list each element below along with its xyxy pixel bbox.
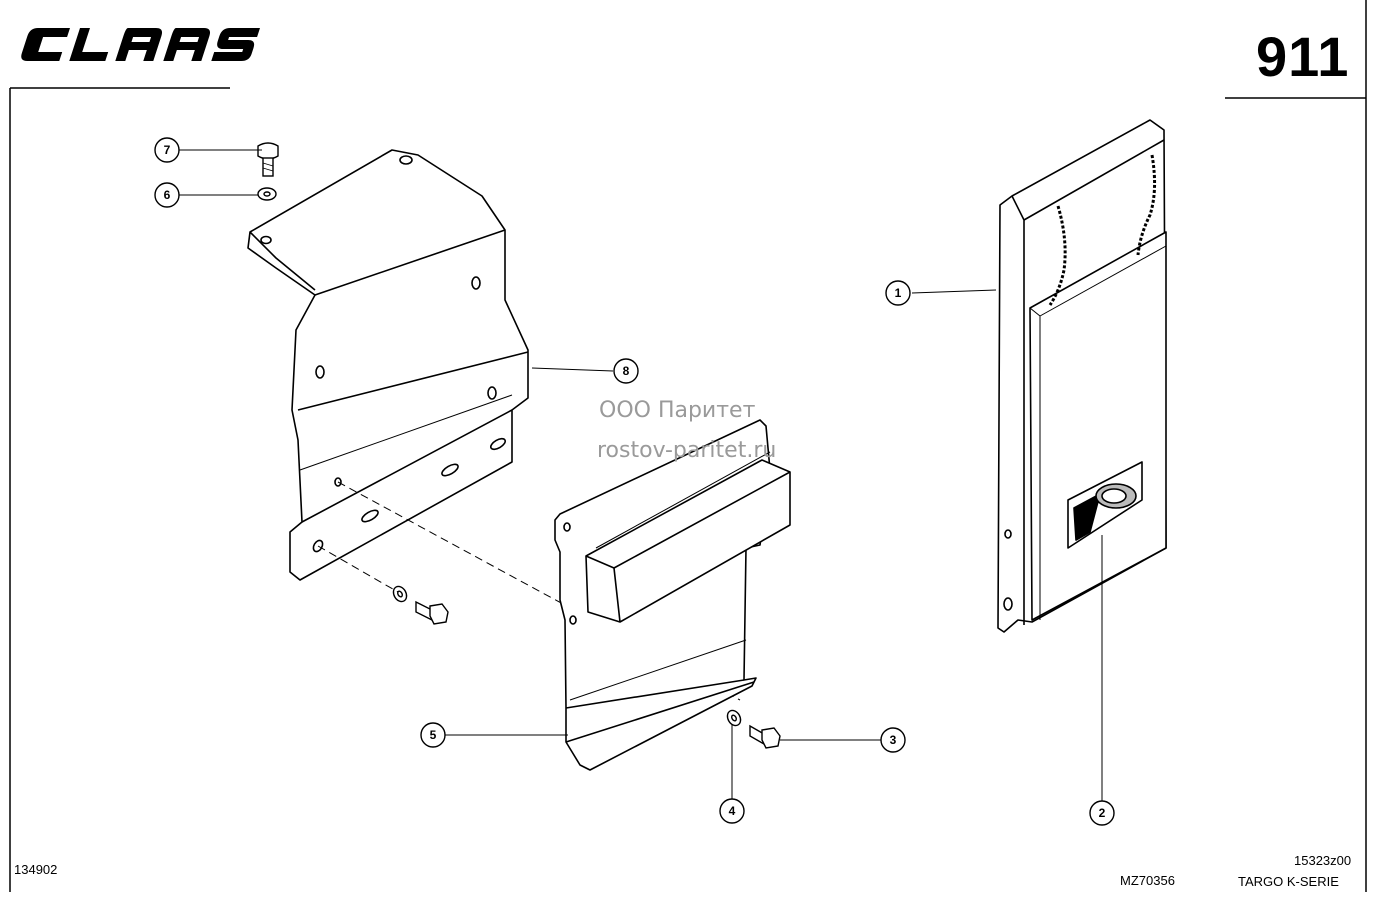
svg-text:6: 6 (164, 188, 171, 202)
watermark-company: ООО Паритет (599, 398, 756, 423)
bolt-left (415, 600, 449, 625)
bolt-3 (749, 724, 781, 749)
callout-leaders (179, 149, 1103, 801)
washer-left (392, 585, 408, 603)
footer-mid-code: MZ70356 (1120, 873, 1175, 888)
svg-text:8: 8 (623, 364, 630, 378)
footer-left-code: 134902 (14, 862, 58, 877)
svg-text:4: 4 (729, 804, 736, 818)
page-number: 911 (1256, 25, 1350, 88)
callout-4: 4 (719, 798, 745, 824)
claas-logo (21, 28, 260, 61)
washer-6 (257, 187, 277, 201)
svg-text:2: 2 (1099, 806, 1106, 820)
callout-3: 3 (880, 727, 906, 753)
callout-1: 1 (885, 280, 911, 306)
callout-5: 5 (420, 722, 446, 748)
svg-text:1: 1 (895, 286, 902, 300)
washer-4 (726, 709, 742, 727)
footer-right-code: 15323z00 (1294, 853, 1352, 868)
callout-2: 2 (1089, 800, 1115, 826)
callout-8: 8 (613, 358, 639, 384)
part-5-tray-bracket (554, 419, 791, 771)
part-1-document-holder (997, 119, 1167, 633)
callout-6: 6 (154, 182, 180, 208)
callout-7: 7 (154, 137, 180, 163)
sheet-frame (9, 0, 1367, 892)
svg-text:7: 7 (164, 143, 171, 157)
footer-series: TARGO K-SERIE (1238, 874, 1339, 889)
screw-7 (257, 142, 279, 177)
part-8-bracket (247, 149, 529, 581)
svg-text:3: 3 (890, 733, 897, 747)
watermark-website: rostov-paritet.ru (597, 438, 777, 463)
svg-text:5: 5 (430, 728, 437, 742)
